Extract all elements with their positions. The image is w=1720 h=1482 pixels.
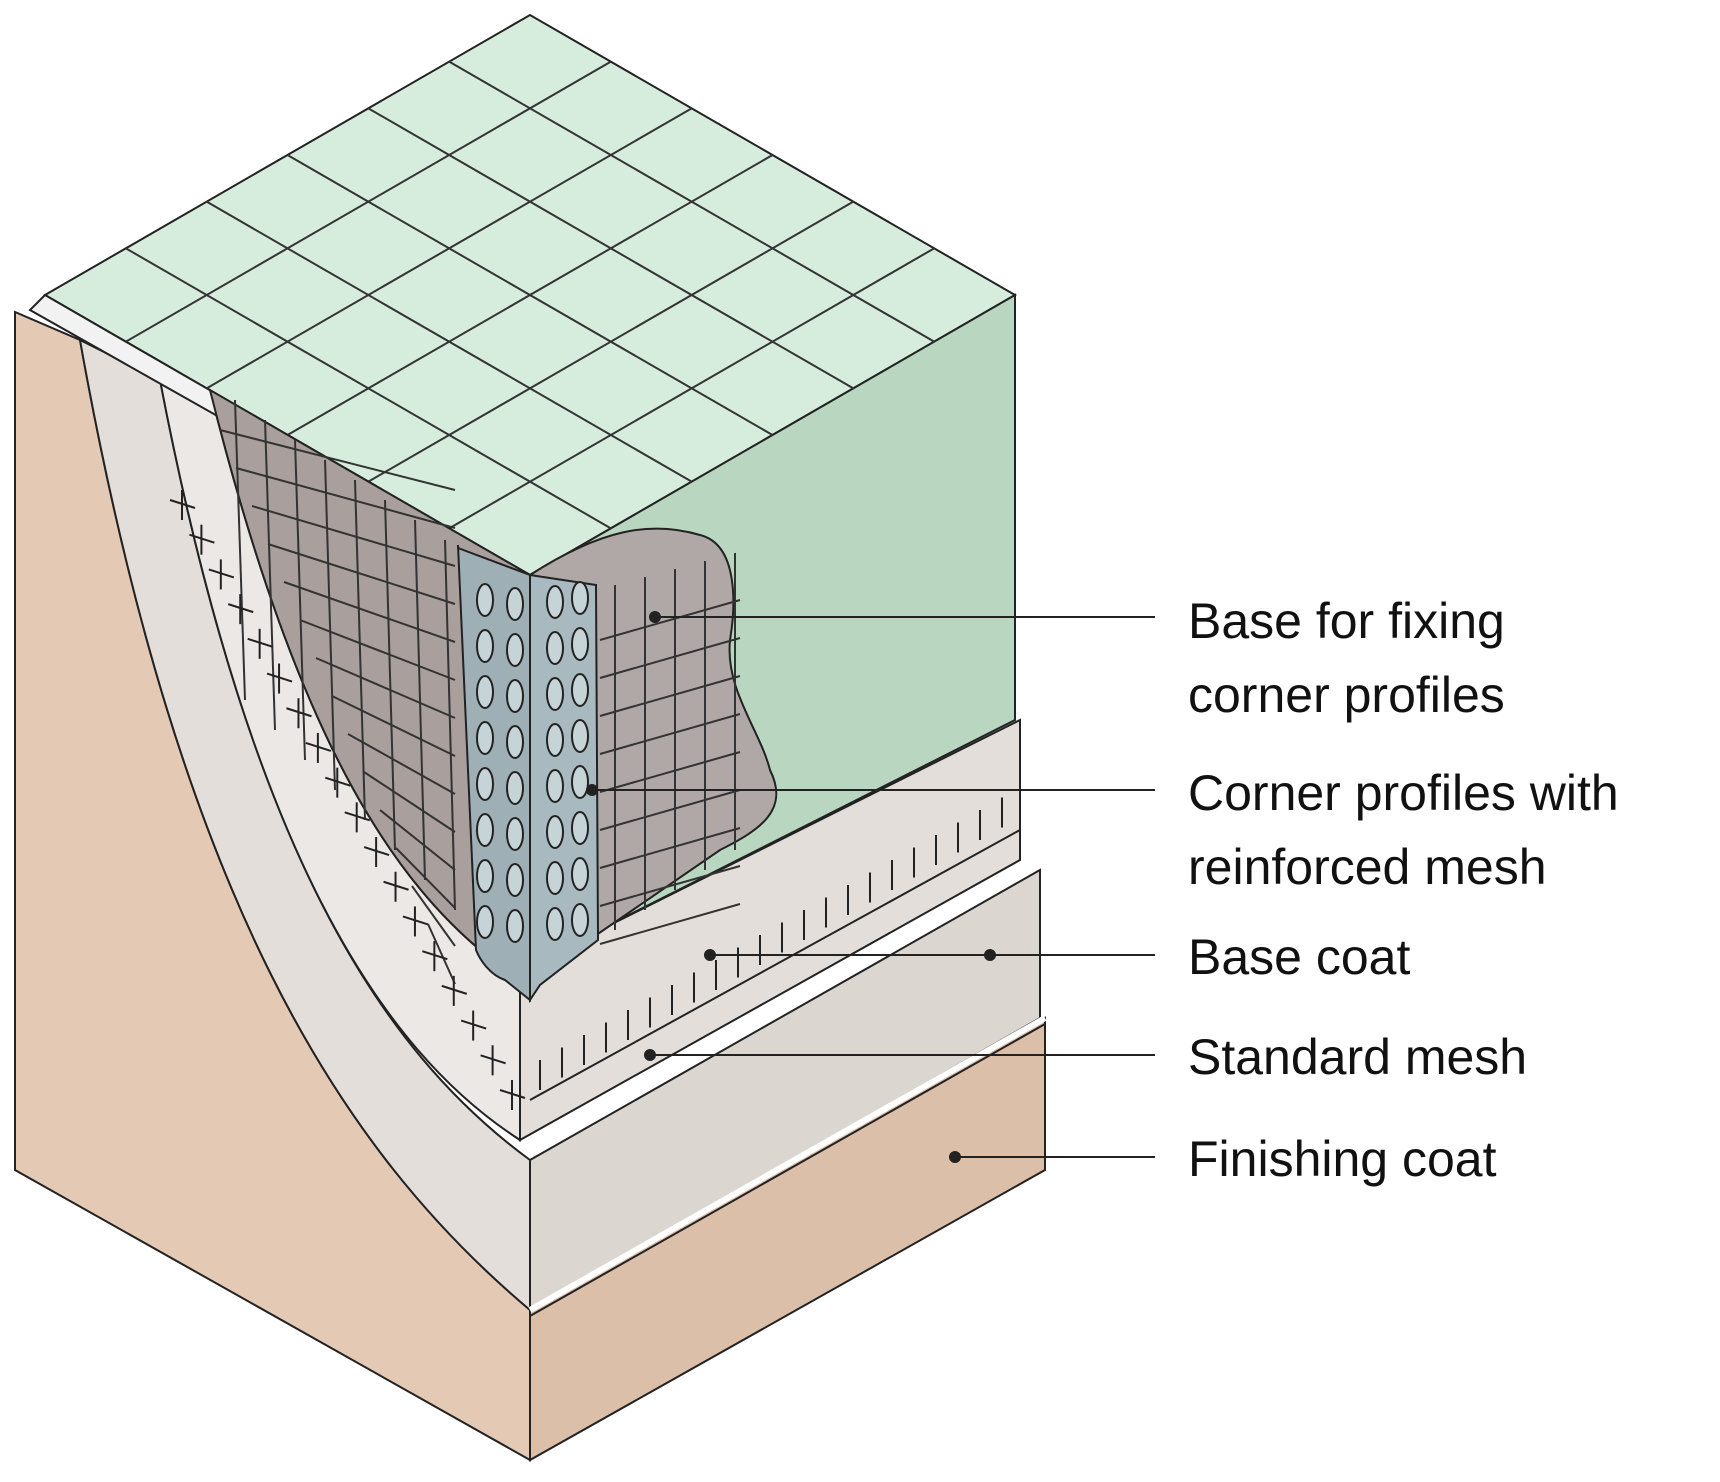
perforation-hole xyxy=(506,725,524,759)
mesh-horizontal-line xyxy=(395,847,456,909)
perforation-hole xyxy=(571,903,589,937)
perforation-hole xyxy=(476,813,494,847)
perforation-hole xyxy=(476,905,494,939)
perforation-hole xyxy=(546,769,564,803)
reinforced-mesh-right xyxy=(599,553,741,945)
perforation-hole xyxy=(546,815,564,849)
mesh-horizontal-line xyxy=(235,467,456,529)
perforation-hole xyxy=(476,721,494,755)
mesh-vertical-line xyxy=(294,439,306,761)
perforation-hole xyxy=(476,583,494,617)
perforation-hole xyxy=(571,673,589,707)
perforation-hole xyxy=(476,629,494,663)
mesh-horizontal-line xyxy=(251,505,456,567)
mesh-vertical-line xyxy=(234,399,246,701)
perforation-hole xyxy=(506,633,524,667)
insulation-top-grid xyxy=(125,60,935,530)
perforation-hole xyxy=(546,677,564,711)
callouts xyxy=(586,611,1155,1163)
mesh-horizontal-line xyxy=(599,751,741,793)
base-coat-layer xyxy=(78,338,1047,1317)
perforation-hole xyxy=(571,719,589,753)
mesh-horizontal-line xyxy=(379,809,456,871)
mesh-horizontal-line xyxy=(363,771,456,833)
perforation-hole xyxy=(546,907,564,941)
mesh-horizontal-line xyxy=(299,619,456,681)
label-corner-profiles-line1: Corner profiles with xyxy=(1188,765,1619,821)
perforation-hole xyxy=(506,771,524,805)
perforation-hole xyxy=(506,909,524,943)
labels: Base for fixing corner profiles Corner p… xyxy=(1188,593,1619,1187)
perforation-hole xyxy=(571,857,589,891)
mesh-horizontal-line xyxy=(599,713,741,755)
mesh-horizontal-line xyxy=(599,675,741,717)
perforation-hole xyxy=(546,631,564,665)
perforation-hole xyxy=(476,859,494,893)
mesh-horizontal-line xyxy=(315,657,456,719)
reinforced-mesh-left xyxy=(219,399,486,985)
mesh-horizontal-line xyxy=(219,429,456,491)
mesh-horizontal-line xyxy=(599,637,741,679)
perforation-hole xyxy=(476,767,494,801)
insulation-grid-line xyxy=(448,60,935,343)
label-corner-profiles-line2: reinforced mesh xyxy=(1188,839,1547,895)
corner-profile xyxy=(457,544,600,1004)
perforation-hole xyxy=(571,581,589,615)
perforation-hole xyxy=(506,587,524,621)
standard-mesh-baseline xyxy=(529,829,1021,1101)
perforation-hole xyxy=(546,723,564,757)
perforation-hole xyxy=(506,679,524,713)
label-base-coat: Base coat xyxy=(1188,929,1410,985)
mesh-horizontal-line xyxy=(411,885,456,947)
mesh-horizontal-line xyxy=(599,903,741,945)
mesh-horizontal-line xyxy=(599,865,741,907)
mesh-horizontal-line xyxy=(599,599,741,641)
label-base-for-fixing-line2: corner profiles xyxy=(1188,667,1505,723)
mesh-horizontal-line xyxy=(283,581,456,643)
mesh-horizontal-line xyxy=(599,789,741,831)
mesh-vertical-line xyxy=(414,519,426,881)
mesh-horizontal-line xyxy=(331,695,456,757)
mesh-horizontal-line xyxy=(347,733,456,795)
mesh-horizontal-line xyxy=(267,543,456,605)
label-standard-mesh: Standard mesh xyxy=(1188,1029,1527,1085)
mesh-vertical-line xyxy=(324,459,336,791)
standard-mesh xyxy=(169,490,1021,1110)
mesh-horizontal-line xyxy=(599,827,741,869)
mesh-vertical-line xyxy=(264,419,276,731)
mesh-horizontal-line xyxy=(427,923,456,985)
label-finishing-coat: Finishing coat xyxy=(1188,1131,1497,1187)
perforation-hole xyxy=(571,765,589,799)
perforation-hole xyxy=(571,811,589,845)
label-base-for-fixing-line1: Base for fixing xyxy=(1188,593,1505,649)
perforation-hole xyxy=(506,863,524,897)
perforation-hole xyxy=(546,585,564,619)
perforation-hole xyxy=(476,675,494,709)
perforation-hole xyxy=(506,817,524,851)
corner-profile-perforations xyxy=(476,581,589,943)
perforation-hole xyxy=(546,861,564,895)
base-coat-white-edge xyxy=(528,1015,1047,1313)
perforation-hole xyxy=(571,627,589,661)
